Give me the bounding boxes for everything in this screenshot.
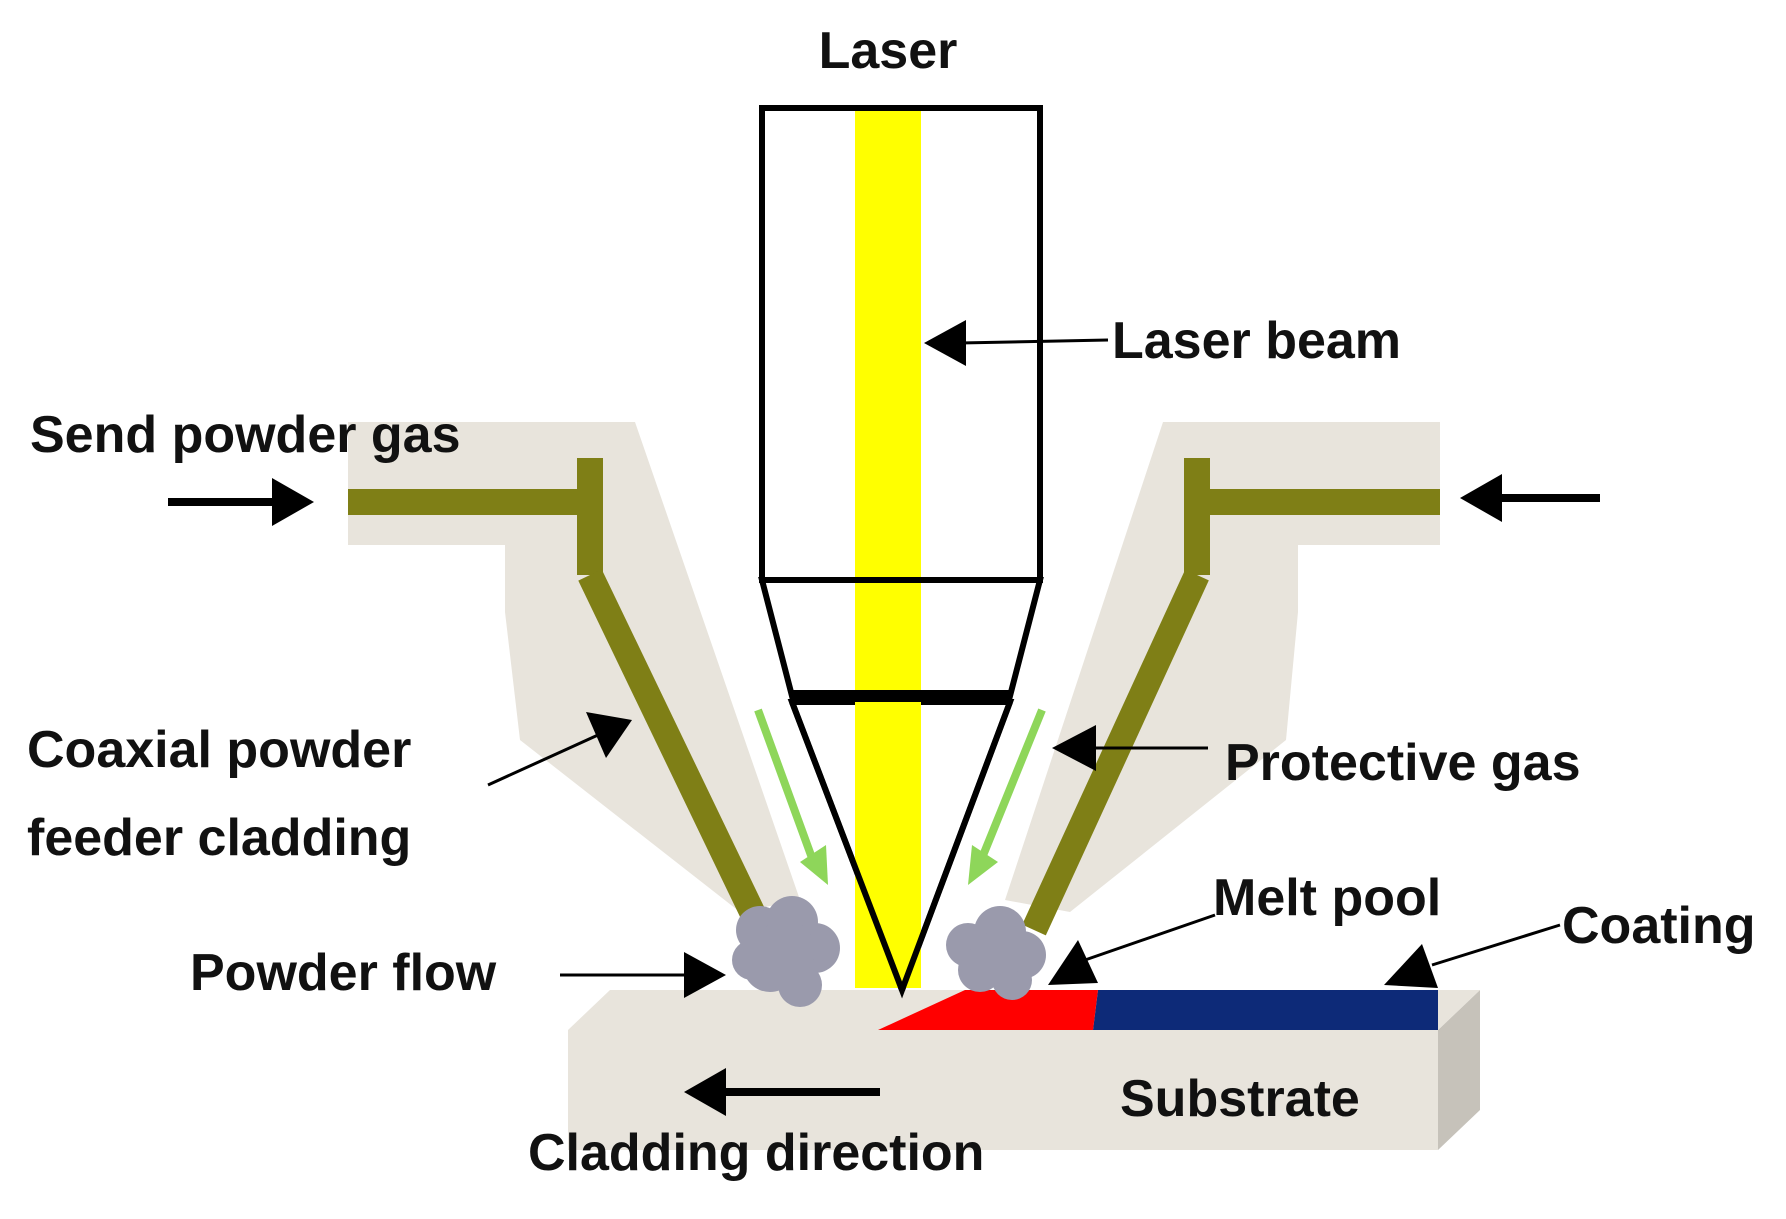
label-laser-beam: Laser beam — [1112, 312, 1401, 370]
arrow-protective-gas — [1052, 725, 1208, 771]
arrow-coating — [1384, 923, 1561, 988]
label-powder-flow: Powder flow — [190, 944, 497, 1002]
protective-gas-arrow-left — [754, 708, 828, 885]
right-feed-tube — [1022, 458, 1440, 936]
coating-layer — [1093, 990, 1438, 1030]
label-cladding-direction: Cladding direction — [528, 1124, 984, 1182]
substrate-side-face — [1438, 990, 1480, 1150]
melt-pool — [878, 990, 1098, 1030]
label-coaxial-line1: Coaxial powder — [27, 721, 411, 779]
laser-beam — [855, 111, 921, 988]
arrow-send-gas-left — [168, 478, 314, 526]
arrow-coaxial — [487, 712, 632, 787]
label-substrate: Substrate — [1120, 1070, 1360, 1128]
right-nozzle-body — [1005, 422, 1440, 912]
arrow-send-gas-right — [1460, 474, 1600, 522]
label-send-powder-gas: Send powder gas — [30, 406, 461, 464]
left-feed-tube — [348, 458, 767, 924]
arrow-melt-pool — [1048, 913, 1216, 985]
arrow-laser-beam — [924, 320, 1109, 366]
label-protective-gas: Protective gas — [1225, 734, 1581, 792]
label-coaxial-line2: feeder cladding — [27, 809, 411, 867]
label-coating: Coating — [1562, 897, 1756, 955]
powder-cluster-right — [946, 906, 1046, 1000]
label-melt-pool: Melt pool — [1213, 869, 1441, 927]
label-laser: Laser — [819, 22, 958, 80]
protective-gas-arrow-right — [968, 708, 1046, 885]
arrow-powder-flow — [560, 952, 726, 998]
arrow-cladding-direction — [684, 1068, 880, 1116]
powder-cluster-left — [732, 896, 840, 1007]
